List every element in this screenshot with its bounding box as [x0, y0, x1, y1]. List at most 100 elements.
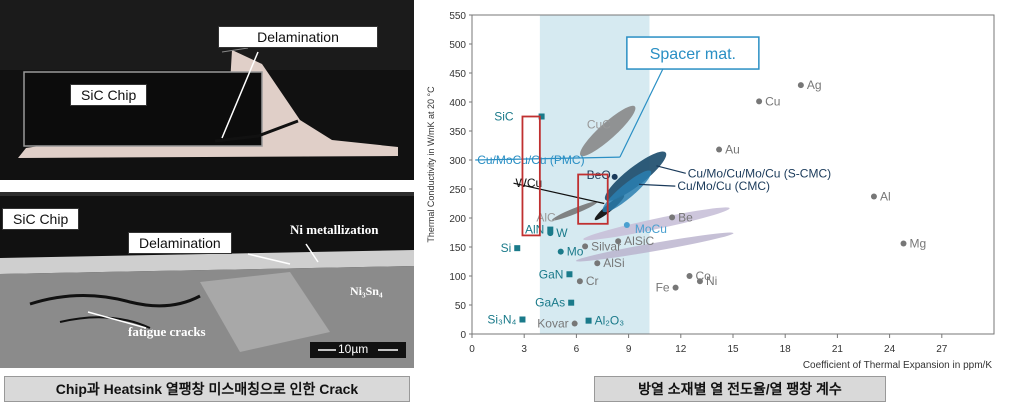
ni3sn4-label: Ni₃Sn₄: [350, 284, 383, 298]
point-be: [669, 214, 676, 221]
y-tick-label: 50: [455, 301, 467, 312]
point-label: Mg: [910, 237, 927, 251]
point-sic: [538, 113, 545, 120]
point-label: Cu: [765, 94, 780, 108]
callout-label: Cu/MoCu/Cu (PMC): [477, 153, 584, 167]
y-tick-label: 500: [449, 40, 466, 51]
point-label: AlSiC: [624, 234, 654, 248]
left-figure-caption: Chip과 Heatsink 열팽창 미스매칭으로 인한 Crack: [4, 376, 410, 402]
point-mg: [900, 240, 907, 247]
callout-label: AlC: [536, 210, 556, 224]
point-label: Cr: [586, 274, 599, 288]
point-aln: [547, 226, 554, 233]
scale-bar-label: 10µm: [338, 342, 369, 356]
point-label: SiC: [494, 110, 514, 124]
x-tick-label: 15: [727, 344, 739, 355]
point-gan: [566, 271, 573, 278]
callout-leader: [475, 156, 620, 161]
callout-leader: [656, 165, 686, 174]
y-tick-label: 450: [449, 69, 466, 80]
point-label: Al₂O₃: [595, 314, 625, 328]
callouts: Cu/MoCu/Cu (PMC)WCuAlCCuCCu/Mo/Cu/Mo/Cu …: [475, 36, 831, 237]
spacer-annotation-label: Spacer mat.: [650, 46, 736, 63]
y-tick-label: 200: [449, 214, 466, 225]
point-label: Al: [880, 190, 891, 204]
y-tick-label: 250: [449, 185, 466, 196]
right-figure-caption: 방열 소재별 열 전도율/열 팽창 계수: [594, 376, 886, 402]
point-label: AlSi: [603, 256, 624, 270]
y-tick-label: 550: [449, 11, 466, 22]
x-tick-label: 12: [675, 344, 687, 355]
red-box-left: [521, 115, 541, 237]
y-tick-label: 100: [449, 272, 466, 283]
point-mo: [557, 248, 564, 255]
red-box-right: [577, 173, 609, 225]
point-co: [686, 273, 693, 279]
point-w: [547, 230, 554, 237]
cmc-region: [602, 170, 652, 213]
callout-label: Cu/Mo/Cu/Mo/Cu (S-CMC): [688, 166, 831, 180]
point-fe: [672, 284, 679, 291]
point-label: W: [556, 226, 568, 240]
callout-label: CuC: [587, 118, 611, 132]
point-label: Si: [501, 241, 512, 255]
point-label: Si₃N₄: [487, 313, 516, 327]
point-label: Fe: [656, 281, 670, 295]
point-label: Silvar: [591, 239, 621, 253]
alsi-region: [575, 232, 734, 262]
point-alo: [585, 317, 592, 324]
callout-leader: [513, 182, 605, 205]
x-tick-label: 21: [832, 344, 844, 355]
delamination-label: Delamination: [218, 26, 378, 48]
point-label: Be: [678, 210, 693, 224]
x-tick-label: 6: [574, 344, 580, 355]
point-cu: [756, 98, 763, 105]
alc-region: [552, 201, 598, 221]
point-mocu: [623, 221, 630, 228]
ni-metallization-label: Ni metallization: [290, 222, 379, 237]
x-tick-label: 27: [936, 344, 948, 355]
delamination-photo: SiC Chip Delamination: [0, 0, 414, 180]
fatigue-cracks-label: fatigue cracks: [128, 324, 206, 339]
alsic-region: [583, 207, 730, 241]
point-si: [514, 245, 521, 252]
y-tick-label: 150: [449, 243, 466, 254]
point-label: Ni: [706, 274, 717, 288]
point-label: Au: [725, 143, 740, 157]
spacer-annotation-box: [626, 36, 760, 70]
sem-cross-section-photo: SiC Chip Delamination Ni metallization N…: [0, 192, 414, 368]
callout-label: WCu: [516, 176, 543, 190]
point-gaas: [568, 299, 575, 306]
callout-label: Cu/Mo/Cu (CMC): [677, 179, 770, 193]
spacer-annotation-leader: [619, 68, 664, 158]
point-kovar: [571, 320, 578, 327]
point-label: Mo: [567, 245, 584, 259]
y-tick-label: 0: [460, 330, 466, 341]
point-silvar: [582, 243, 589, 250]
cuc-region: [580, 105, 636, 157]
x-tick-label: 24: [884, 344, 896, 355]
point-ni: [696, 278, 703, 285]
point-al: [870, 193, 877, 200]
point-cr: [576, 278, 583, 285]
sem-delamination-label: Delamination: [128, 232, 232, 254]
callout-leader: [639, 183, 676, 187]
point-label: GaAs: [535, 296, 565, 310]
sic-chip-label: SiC Chip: [70, 84, 148, 106]
material-regions: [552, 105, 734, 262]
point-label: Kovar: [537, 317, 568, 331]
point-label: MoCu: [635, 222, 667, 236]
x-tick-label: 0: [469, 344, 475, 355]
point-label: GaN: [539, 267, 564, 281]
point-sin: [519, 316, 526, 323]
point-au: [716, 146, 723, 153]
y-tick-label: 300: [449, 156, 466, 167]
sem-sic-chip-label: SiC Chip: [2, 208, 80, 230]
x-tick-label: 18: [780, 344, 792, 355]
x-tick-label: 3: [521, 344, 527, 355]
point-beo: [611, 173, 618, 180]
x-tick-label: 9: [626, 344, 632, 355]
x-axis-label: Coefficient of Thermal Expansion in ppm/…: [803, 360, 993, 371]
